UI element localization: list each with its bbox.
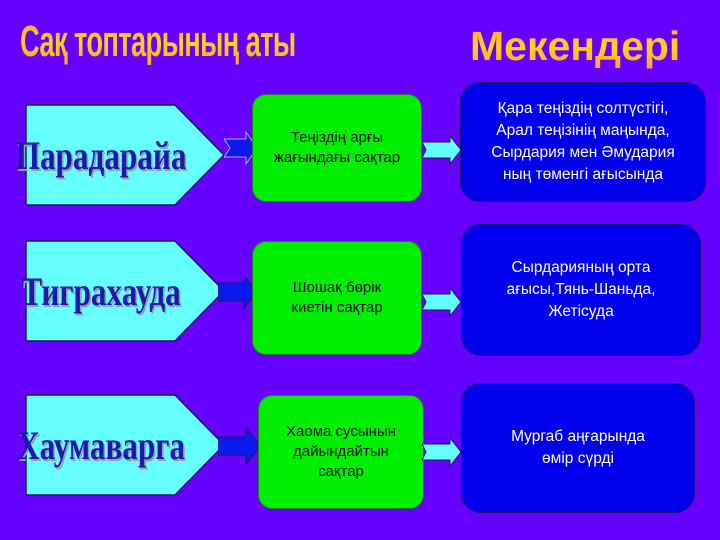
group-pentagon-khaumavarga: Хаумаварга — [17, 394, 226, 496]
left-column-title: Сақ топтарының аты — [20, 17, 296, 66]
description-box: Теңіздің арғы жағындағы сақтар — [252, 94, 422, 202]
location-box: Мургаб аңғарында өмір сүрді — [461, 383, 695, 513]
arrow-right-icon — [218, 427, 262, 465]
group-pentagon-tigrakhauda: Тиграхауда — [21, 240, 226, 342]
location-box: Сырдарияның орта ағысы,Тянь-Шаньда, Жеті… — [461, 224, 701, 356]
location-box: Қара теңіздің солтүстігі, Арал теңізінің… — [460, 82, 706, 202]
description-text: Хаома сусынын дайындайтын сақтар — [286, 423, 396, 480]
arrow-right-icon — [218, 275, 258, 309]
pentagon-shape-icon — [25, 394, 226, 496]
group-pentagon-paradaraya: Парадарайа — [15, 104, 226, 206]
arrow-right-icon — [422, 287, 462, 317]
pentagon-shape-icon — [25, 240, 226, 342]
arrow-right-icon — [422, 135, 462, 165]
description-text: Шошақ бөрік киетін сақтар — [291, 279, 383, 316]
pentagon-shape-icon — [25, 104, 226, 206]
location-text: Мургаб аңғарында өмір сүрді — [511, 428, 645, 467]
arrow-right-icon — [224, 131, 258, 165]
description-box: Шошақ бөрік киетін сақтар — [252, 241, 422, 355]
arrow-right-icon — [422, 437, 462, 467]
description-text: Теңіздің арғы жағындағы сақтар — [273, 129, 401, 166]
location-text: Сырдарияның орта ағысы,Тянь-Шаньда, Жеті… — [506, 259, 656, 320]
group-name: Тиграхауда — [21, 268, 181, 314]
right-column-title: Мекендері — [470, 23, 681, 69]
group-name: Хаумаварга — [17, 422, 186, 468]
description-box: Хаома сусынын дайындайтын сақтар — [258, 395, 424, 509]
group-name: Парадарайа — [15, 132, 187, 178]
location-text: Қара теңіздің солтүстігі, Арал теңізінің… — [491, 100, 675, 183]
